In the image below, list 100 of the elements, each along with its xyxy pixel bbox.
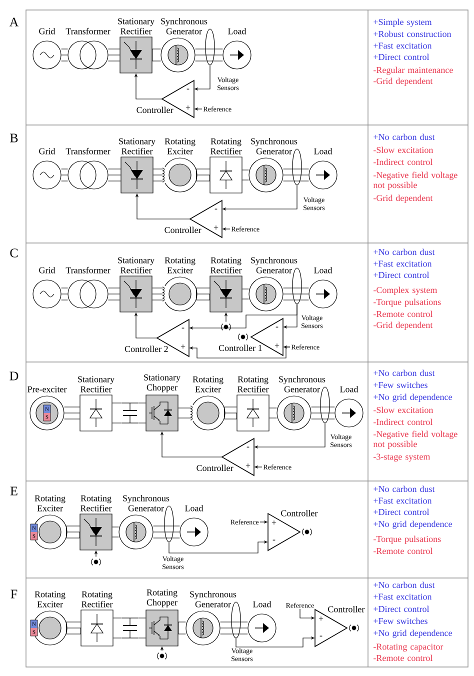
component-label: Load (314, 148, 332, 154)
list-item: +Few switches (374, 382, 428, 388)
power-line (283, 288, 309, 300)
list-item: -Rotating capacitor (374, 644, 444, 652)
controller-label: Controller (136, 106, 174, 114)
power-line (66, 526, 80, 538)
component-label: Rotating Rectifier (210, 138, 242, 154)
wireless-icon (91, 558, 101, 566)
component-label: Stationary Rectifier (118, 18, 154, 34)
power-line (61, 48, 68, 62)
component-label: Transformer (66, 148, 110, 154)
component-label: Load (228, 28, 246, 34)
component-label: Load (314, 266, 332, 274)
power-line (283, 168, 309, 182)
component-label: Stationary Chopper (144, 374, 180, 392)
list-item: +Fast excitation (374, 594, 432, 600)
controller-label: Controller (328, 606, 365, 612)
power-line (61, 288, 68, 300)
component-label: Rotating Exciter (192, 376, 224, 392)
list-item: +Fast excitation (374, 260, 432, 267)
capacitor-symbol (122, 402, 138, 424)
list-item: +Simple system (374, 18, 432, 27)
power-line (153, 526, 180, 538)
list-item: +No carbon dust (374, 134, 435, 140)
component-label: Synchronous Generator (123, 494, 170, 512)
capacitor-symbol (122, 618, 138, 638)
component-label: Rotating Exciter (164, 257, 196, 274)
list-item: +No grid dependence (374, 520, 452, 529)
power-line (108, 48, 120, 62)
list-item: +No grid dependence (374, 630, 452, 638)
wireless-icon (221, 323, 231, 331)
component-label: Rotating Exciter (164, 138, 196, 154)
component-label: Synchronous Generator (251, 138, 298, 154)
list-item: -Regular maintenance (374, 66, 453, 75)
list-item: -Grid dependent (374, 194, 433, 203)
list-item: +Robust construction (374, 30, 452, 38)
list-item: -Slow excitation (374, 406, 434, 414)
panel-letter: C (10, 248, 18, 258)
list-item: -Torque pulsations (374, 536, 441, 544)
power-line (220, 622, 248, 634)
panel-letter: F (10, 590, 18, 598)
list-item: +Fast excitation (374, 42, 432, 49)
list-item: +Fast excitation (374, 498, 432, 504)
list-item: -3-stage system (374, 454, 430, 462)
power-line (66, 622, 81, 634)
component-label: Grid (39, 28, 56, 34)
list-item: -Remote control (374, 548, 433, 554)
power-line (113, 618, 122, 638)
panel-letter: E (10, 486, 18, 496)
panel-letter: D (10, 372, 18, 380)
power-line (195, 48, 223, 62)
power-line (242, 170, 249, 180)
component-label: Synchronous Generator (190, 590, 236, 608)
wireless-icon (157, 652, 167, 660)
list-item: -Remote control (374, 654, 433, 662)
power-line (242, 288, 249, 300)
component-label: Stationary Rectifier (119, 138, 156, 154)
power-line (112, 526, 119, 538)
controller-label: Controller 2 (124, 346, 168, 352)
component-label: Rotating Rectifier (80, 495, 112, 512)
list-item: +Direct control (374, 54, 430, 60)
component-label: Rotating Rectifier (238, 376, 269, 392)
list-item: +No carbon dust (374, 486, 435, 492)
controller-label: Controller 1 (218, 344, 262, 352)
component-label: Grid (39, 148, 56, 154)
list-item: +Direct control (374, 606, 430, 612)
component-label: Rotating Rectifier (210, 257, 242, 274)
component-label: Synchronous Generator (279, 376, 326, 392)
list-item: -Slow excitation (374, 146, 434, 154)
panel-letter: A (9, 18, 19, 26)
list-item: -Negative field voltage not possible (373, 430, 458, 449)
list-item: -Remote control (374, 310, 433, 318)
power-line (196, 288, 210, 300)
power-line (269, 408, 277, 418)
power-line (61, 168, 68, 182)
component-label: Synchronous Generator (161, 18, 208, 34)
power-line (153, 168, 163, 182)
component-label: Pre-exciter (28, 386, 67, 392)
power-line (178, 408, 191, 418)
component-label: Synchronous Generator (251, 256, 298, 274)
component-label: Stationary Rectifier (118, 257, 154, 274)
list-item: -Negative field voltage not possible (373, 172, 458, 190)
power-line (64, 406, 80, 420)
component-label: Transformer (66, 266, 110, 274)
component-label: Grid (39, 266, 56, 274)
power-line (178, 622, 186, 634)
power-line (138, 402, 146, 424)
list-item: +No carbon dust (374, 582, 435, 588)
power-line (108, 288, 120, 300)
component-label: Rotating Exciter (34, 495, 66, 512)
component-label: Stationary Rectifier (78, 376, 114, 392)
component-label: Load (340, 386, 358, 392)
list-item: +No grid dependence (374, 394, 452, 402)
list-item: +Direct control (374, 508, 430, 516)
controller-label: Controller (164, 226, 202, 234)
component-label: Rotating Exciter (34, 591, 66, 608)
power-line (196, 168, 210, 182)
power-line (108, 168, 121, 182)
panel-letter: B (10, 134, 18, 142)
power-line (311, 406, 335, 420)
